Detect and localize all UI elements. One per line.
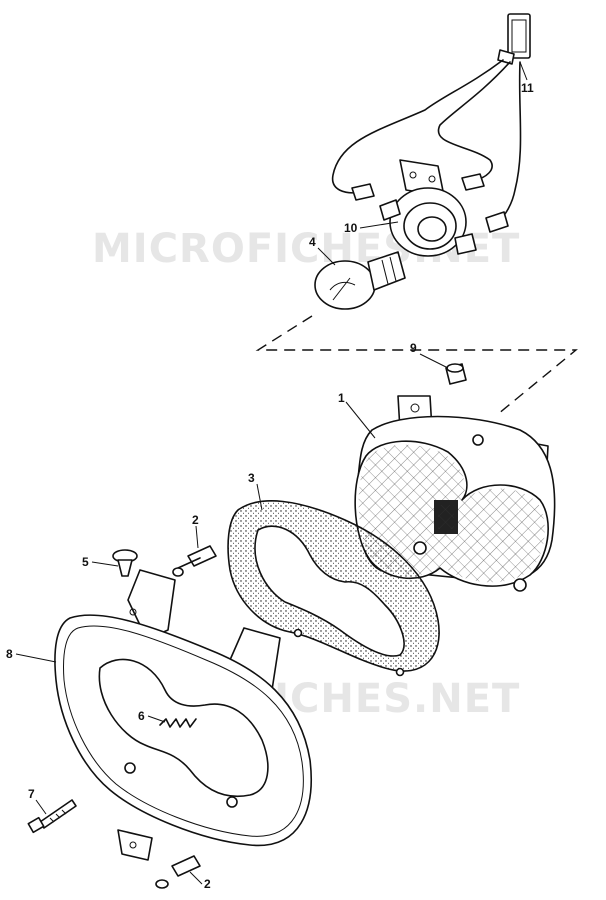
wiring-harness	[331, 13, 531, 233]
spring	[159, 718, 197, 728]
bezel	[54, 569, 312, 861]
foam-gasket	[227, 500, 440, 677]
headlight-unit	[354, 395, 556, 592]
callout-5: 5	[82, 555, 89, 569]
callout-2-upper: 2	[192, 513, 199, 527]
callout-9: 9	[410, 341, 417, 355]
callout-10: 10	[344, 221, 358, 235]
callout-7: 7	[28, 787, 35, 801]
screw-upper	[172, 545, 217, 577]
bolt	[27, 799, 77, 834]
callout-11: 11	[521, 81, 534, 95]
assembly-line-bulb	[255, 315, 578, 415]
callout-2-lower: 2	[204, 877, 211, 891]
rubber-plug	[445, 363, 467, 385]
bulb	[314, 251, 406, 310]
clip-fastener	[112, 549, 138, 577]
leader-lines	[15, 61, 528, 885]
bulb-socket	[379, 159, 477, 257]
callout-6: 6	[138, 709, 145, 723]
screw-lower	[155, 855, 201, 889]
callout-1: 1	[338, 391, 345, 405]
callout-4: 4	[309, 235, 316, 249]
callout-3: 3	[248, 471, 255, 485]
callout-8: 8	[6, 647, 13, 661]
